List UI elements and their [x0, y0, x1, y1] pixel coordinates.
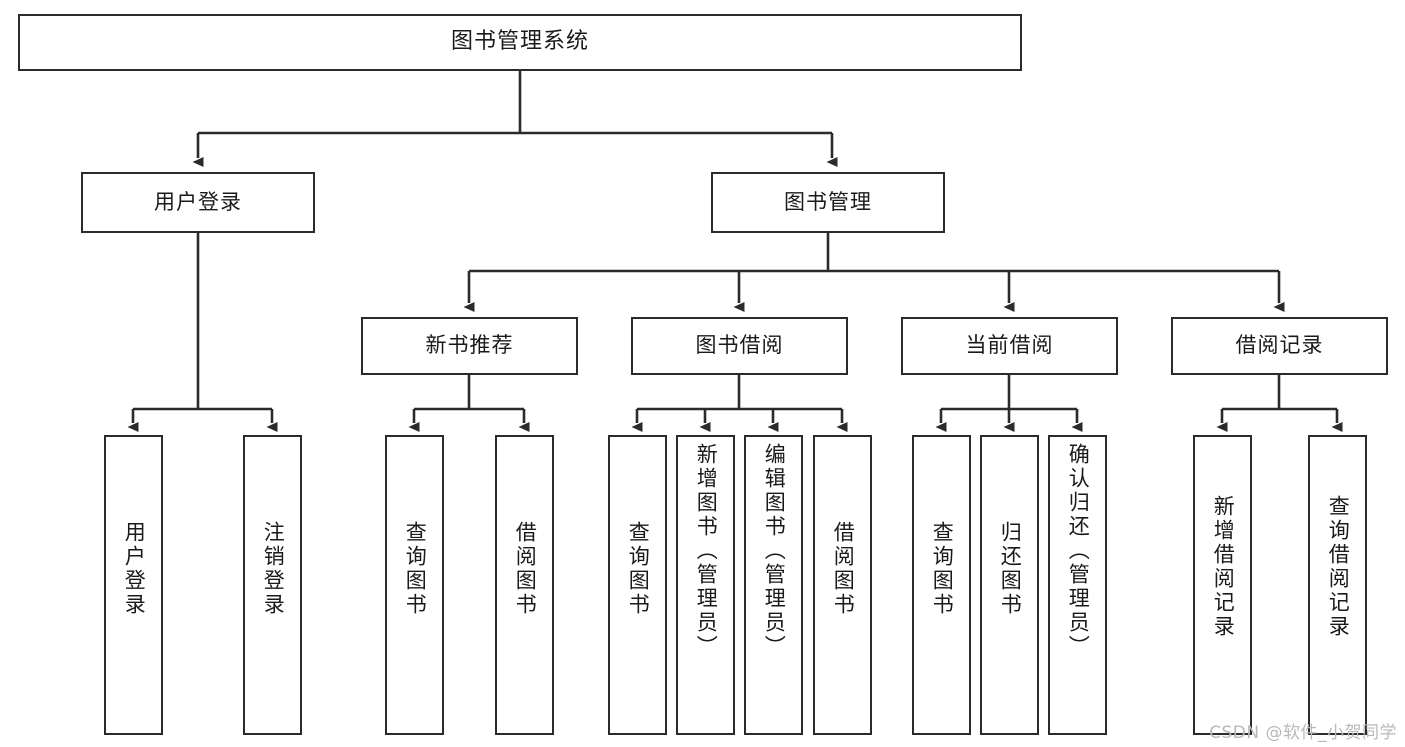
node-book-management[interactable]: 图书管理 [711, 172, 945, 233]
node-label: 新增借阅记录 [1211, 495, 1236, 639]
node-label: 查询图书 [626, 521, 651, 617]
leaf-book-borrow-add-admin[interactable]: 新增图书（管理员） [676, 435, 735, 735]
node-user-login[interactable]: 用户登录 [81, 172, 315, 233]
node-label: 确认归还（管理员） [1066, 443, 1091, 659]
leaf-user-login-logout[interactable]: 注销登录 [243, 435, 302, 735]
leaf-new-book-query[interactable]: 查询图书 [385, 435, 444, 735]
node-label: 新书推荐 [425, 333, 514, 358]
node-label: 新增图书（管理员） [694, 443, 719, 659]
node-label: 图书管理系统 [450, 29, 589, 55]
leaf-book-borrow-query[interactable]: 查询图书 [608, 435, 667, 735]
node-label: 当前借阅 [965, 333, 1054, 358]
node-label: 注销登录 [261, 521, 286, 617]
node-label: 查询图书 [930, 521, 955, 617]
node-borrow-record[interactable]: 借阅记录 [1171, 317, 1388, 375]
node-label: 归还图书 [998, 521, 1023, 617]
node-label: 查询借阅记录 [1326, 495, 1351, 639]
leaf-book-borrow-edit-admin[interactable]: 编辑图书（管理员） [744, 435, 803, 735]
leaf-book-borrow-borrow[interactable]: 借阅图书 [813, 435, 872, 735]
leaf-borrow-record-query[interactable]: 查询借阅记录 [1308, 435, 1367, 735]
node-label: 编辑图书（管理员） [762, 443, 787, 659]
node-label: 查询图书 [403, 521, 428, 617]
csdn-watermark: CSDN @软件_小贺同学 [1209, 723, 1397, 743]
node-label: 图书借阅 [695, 333, 784, 358]
node-book-borrow[interactable]: 图书借阅 [631, 317, 848, 375]
node-label: 图书管理 [784, 189, 872, 214]
node-new-book-recommend[interactable]: 新书推荐 [361, 317, 578, 375]
leaf-current-borrow-query[interactable]: 查询图书 [912, 435, 971, 735]
leaf-current-borrow-return[interactable]: 归还图书 [980, 435, 1039, 735]
node-label: 借阅图书 [513, 521, 538, 617]
leaf-user-login-login[interactable]: 用户登录 [104, 435, 163, 735]
node-label: 用户登录 [154, 189, 242, 214]
leaf-current-borrow-confirm-admin[interactable]: 确认归还（管理员） [1048, 435, 1107, 735]
node-label: 借阅记录 [1235, 333, 1324, 358]
node-current-borrow[interactable]: 当前借阅 [901, 317, 1118, 375]
node-book-management-system[interactable]: 图书管理系统 [18, 14, 1022, 71]
node-label: 用户登录 [122, 521, 147, 617]
leaf-new-book-borrow[interactable]: 借阅图书 [495, 435, 554, 735]
node-label: 借阅图书 [831, 521, 856, 617]
leaf-borrow-record-add[interactable]: 新增借阅记录 [1193, 435, 1252, 735]
